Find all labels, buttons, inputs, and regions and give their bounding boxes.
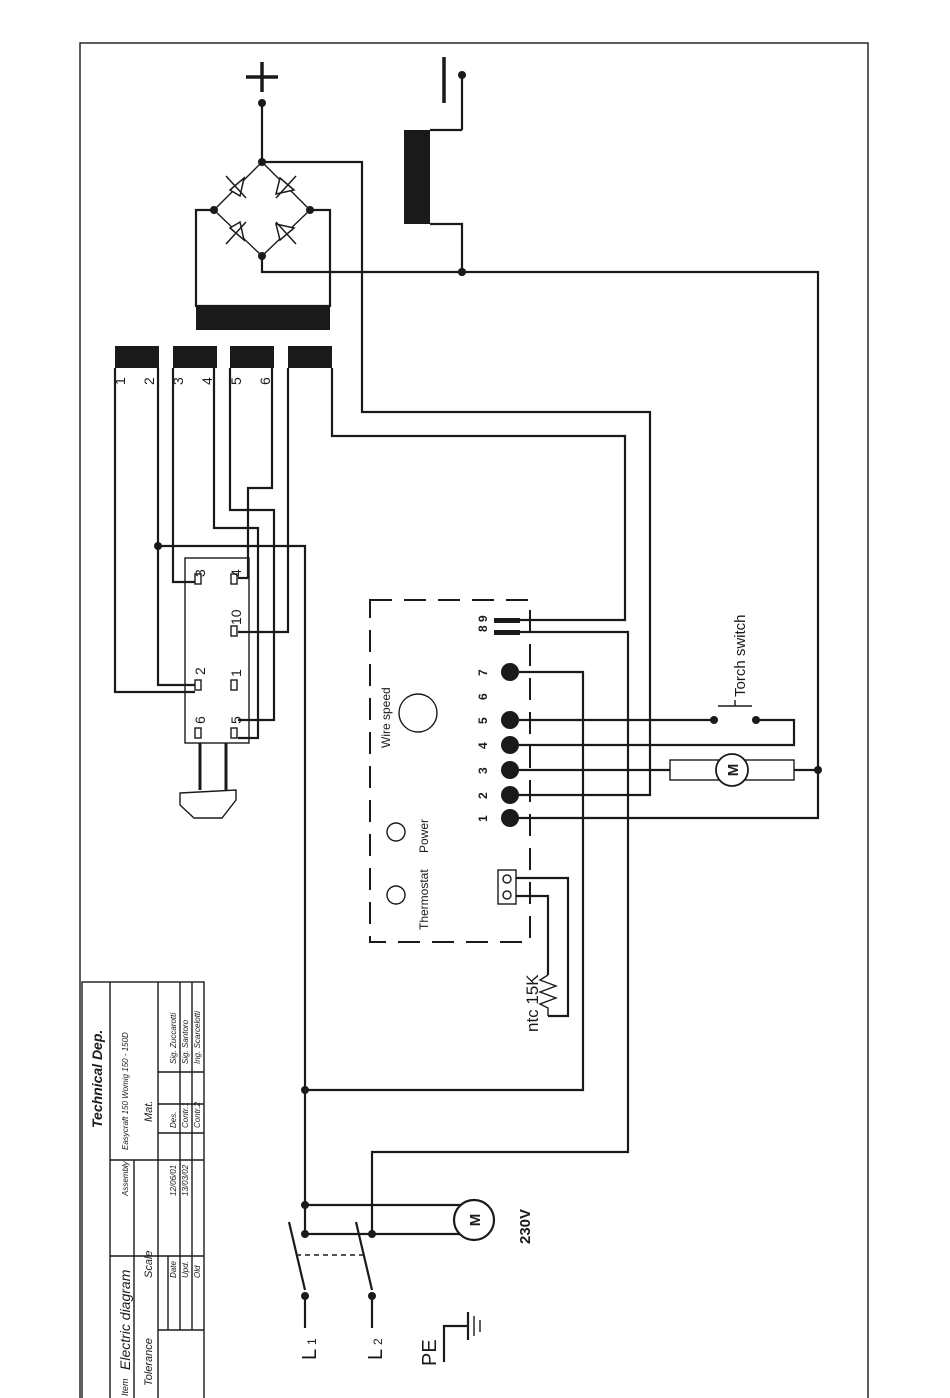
rotary-switch xyxy=(179,557,250,819)
terminal-number-5: 5 xyxy=(476,717,490,724)
board-terminals xyxy=(494,618,520,827)
ntc-label: ntc 15K xyxy=(523,974,542,1032)
wire-minus-return xyxy=(260,256,820,820)
bridge-rectifier xyxy=(210,158,314,260)
ntc-resistor xyxy=(538,974,558,1016)
fan-motor-symbol: M xyxy=(467,1214,484,1227)
mains-l2-label: L xyxy=(365,1349,387,1360)
contact-label-1: 1 xyxy=(228,669,244,677)
wire-ntc-a xyxy=(516,876,570,1018)
wire-tap-3 xyxy=(171,368,195,584)
fan-voltage-label: 230V xyxy=(517,1209,534,1244)
wire-ntc-b xyxy=(516,894,550,975)
terminal-number-7: 7 xyxy=(476,669,490,676)
contact-label-4: 4 xyxy=(228,569,244,577)
wire-speed-potentiometer xyxy=(398,693,438,733)
mains-l2-subscript: 2 xyxy=(371,1338,385,1345)
ntc-connector xyxy=(497,869,517,905)
transformer-primary-taps xyxy=(115,346,332,368)
dc-minus-terminal xyxy=(442,57,466,130)
torch-switch-label: Torch switch xyxy=(732,614,749,697)
row-des-value: Sig. Zuccarotti xyxy=(169,1013,178,1064)
wire-tap-6 xyxy=(238,368,274,580)
title-block-scale-label: Scale xyxy=(143,1250,155,1278)
wire-feed-motor: M xyxy=(669,753,795,787)
board-terminal-numbers: 1 2 3 4 5 6 7 8 9 xyxy=(476,615,490,822)
output-inductor xyxy=(404,128,466,276)
contact-label-3: 3 xyxy=(192,569,208,577)
torch-switch xyxy=(710,700,760,724)
wire-tap-4 xyxy=(212,368,260,740)
tap-number-1: 1 xyxy=(112,377,128,385)
contact-label-2: 2 xyxy=(192,667,208,675)
wire-plus-to-board xyxy=(262,160,652,797)
thermostat-indicator xyxy=(386,885,406,905)
terminal-number-1: 1 xyxy=(476,815,490,822)
drawing-frame xyxy=(79,42,869,1398)
wire-terminal-8 xyxy=(330,368,627,622)
title-block-dept: Technical Dep. xyxy=(89,1030,105,1128)
wire-tap-center xyxy=(238,368,290,634)
row-des-label: Des. xyxy=(169,1112,178,1128)
power-indicator xyxy=(386,822,406,842)
tap-number-2: 2 xyxy=(141,377,157,385)
mains-l1-label: L xyxy=(299,1349,321,1360)
mains-l1-subscript: 1 xyxy=(305,1338,319,1345)
transformer-secondary xyxy=(194,208,332,330)
row-date-value: 12/06/01 xyxy=(169,1165,178,1196)
tap-number-4: 4 xyxy=(199,377,215,385)
power-label: Power xyxy=(417,819,431,853)
thermostat-label: Thermostat xyxy=(417,869,431,930)
terminal-number-6: 6 xyxy=(476,693,490,700)
title-block-rows: Date 12/06/01 Des. Sig. Zuccarotti Upd. … xyxy=(169,1011,202,1278)
wire-speed-label: Wire speed xyxy=(379,687,393,748)
contact-label-10: 10 xyxy=(228,609,244,625)
row-old-label: Old xyxy=(193,1265,202,1278)
wire-tap-2 xyxy=(156,368,195,687)
terminal-number-4: 4 xyxy=(476,742,490,749)
title-block-mat-label: Mat. xyxy=(143,1101,155,1122)
pe-label: PE xyxy=(419,1339,441,1366)
wire-terminal-9 xyxy=(370,630,630,1234)
title-block-item-value: Electric diagram xyxy=(117,1269,133,1370)
title-block-assembly-label: Assembly xyxy=(121,1160,130,1197)
control-board-outline xyxy=(369,599,531,943)
wire-terminal-7 xyxy=(305,670,585,1092)
tap-number-3: 3 xyxy=(170,377,186,385)
terminal-number-3: 3 xyxy=(476,767,490,774)
row-upd-label: Upd. xyxy=(181,1261,190,1278)
wire-tap-5 xyxy=(228,368,276,722)
dc-plus-terminal xyxy=(246,62,278,162)
row-date-label: Date xyxy=(169,1261,178,1278)
row-contr2-value: Ing. Scarcelotti xyxy=(193,1011,202,1064)
wire-feed-motor-symbol: M xyxy=(725,764,742,777)
title-block-assembly-value: Easycraft 150 Womig 150 - 150D xyxy=(121,1032,130,1150)
title-block-tolerance-label: Tolerance xyxy=(143,1338,155,1386)
row-contr2-label: Contr.2 xyxy=(193,1102,202,1128)
row-contr1-value: Sig. Santoro xyxy=(181,1019,190,1064)
row-upd-value: 13/03/02 xyxy=(181,1164,190,1196)
terminal-number-2: 2 xyxy=(476,792,490,799)
contact-label-6: 6 xyxy=(192,716,208,724)
fan-motor: M xyxy=(452,1198,496,1242)
contact-label-5: 5 xyxy=(228,716,244,724)
tap-number-5: 5 xyxy=(228,377,244,385)
earth-symbol xyxy=(442,1312,481,1362)
row-contr1-label: Contr.1 xyxy=(181,1102,190,1128)
tap-numbers: 1 2 3 4 5 6 xyxy=(112,377,273,385)
terminal-number-89: 8 9 xyxy=(476,615,490,632)
wire-terminal-4 xyxy=(510,718,796,747)
wire-tap-1 xyxy=(113,368,195,694)
rotary-switch-contact-labels: 3 4 2 10 1 6 5 xyxy=(192,569,244,724)
main-switch xyxy=(287,1221,376,1328)
wire-tap-bridge xyxy=(158,544,307,1090)
title-block xyxy=(81,981,205,1398)
title-block-item-label: Item xyxy=(120,1378,130,1396)
tap-number-6: 6 xyxy=(257,377,273,385)
